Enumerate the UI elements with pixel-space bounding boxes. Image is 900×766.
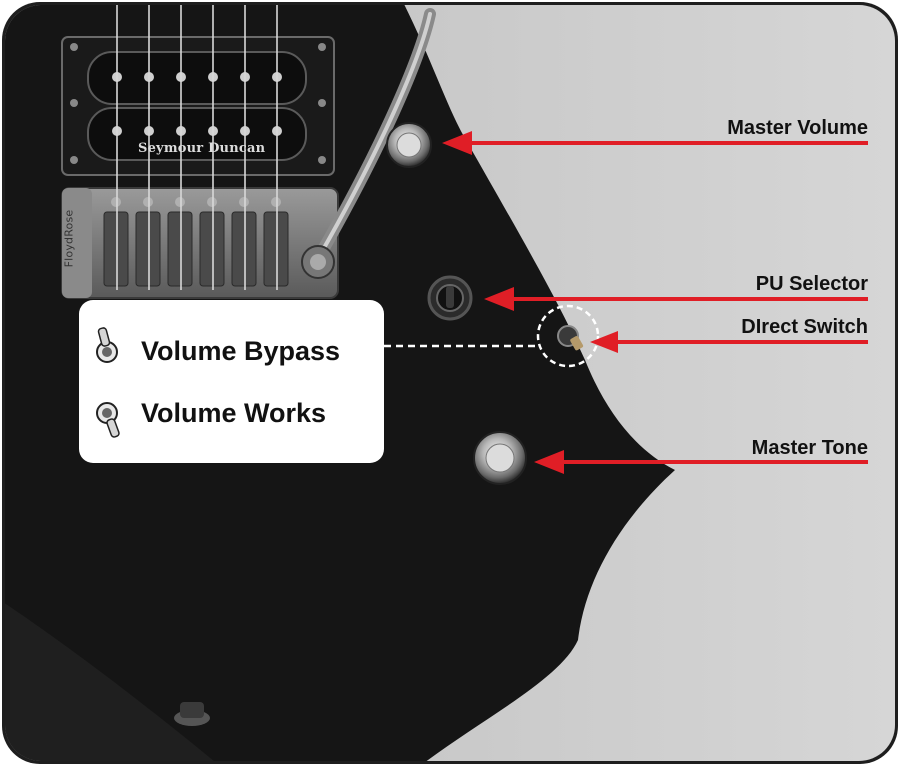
callout-arrows bbox=[442, 131, 868, 474]
floyd-rose-bridge bbox=[61, 187, 339, 299]
bridge-brand-label: FloydRose bbox=[62, 209, 76, 268]
strap-button bbox=[174, 702, 210, 726]
pu-selector-switch bbox=[427, 275, 473, 321]
legend-panel: Volume Bypass Volume Works bbox=[79, 300, 384, 463]
direct-switch-highlight bbox=[536, 304, 600, 368]
legend-icons bbox=[96, 327, 120, 438]
direct-switch-toggle bbox=[536, 304, 600, 368]
label-pu-selector: PU Selector bbox=[755, 273, 868, 295]
body-shade bbox=[5, 600, 220, 761]
legend-bypass-label: Volume Bypass bbox=[141, 335, 341, 366]
legend-works-label: Volume Works bbox=[141, 397, 327, 428]
toggle-up-icon bbox=[96, 327, 118, 363]
master-volume-knob bbox=[386, 122, 432, 168]
pickup-brand-label: Seymour Duncan bbox=[138, 141, 266, 156]
humbucker-pickup bbox=[61, 36, 335, 176]
label-direct-switch: DIrect Switch bbox=[741, 316, 868, 338]
label-master-tone: Master Tone bbox=[751, 437, 868, 459]
legend-row-works: Volume Works bbox=[127, 393, 326, 433]
toggle-down-icon bbox=[96, 402, 120, 438]
strings bbox=[116, 5, 278, 290]
master-tone-knob bbox=[473, 431, 527, 485]
legend-row-bypass: Volume Bypass bbox=[127, 331, 340, 371]
label-master-volume: Master Volume bbox=[727, 117, 868, 139]
